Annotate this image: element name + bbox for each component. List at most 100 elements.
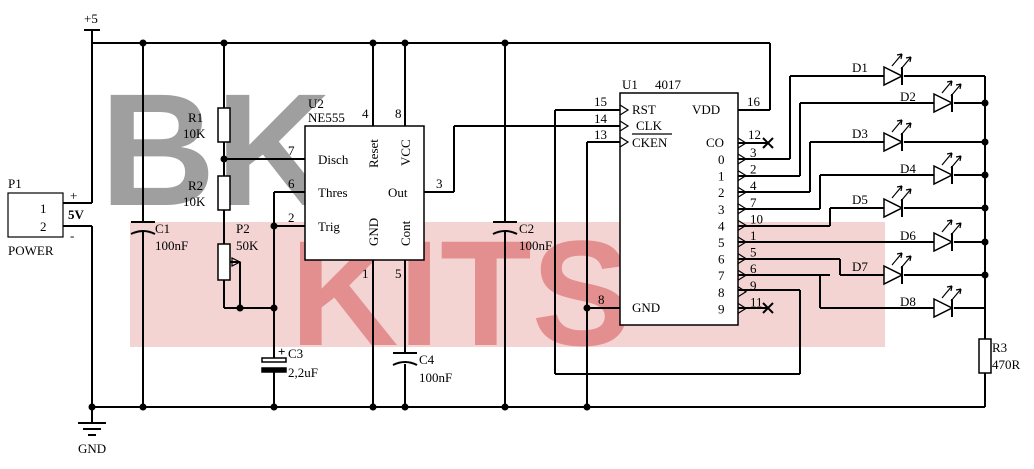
u1-output-q4: 4 xyxy=(718,218,725,233)
u1-pin-vdd: VDD xyxy=(692,102,720,117)
u1-output-arrow xyxy=(737,186,748,198)
ground-label: GND xyxy=(78,441,106,456)
capacitor-c1: C1 100nF xyxy=(130,221,188,253)
u1-part: 4017 xyxy=(655,77,682,92)
u2-ref: U2 xyxy=(308,96,324,111)
led-label-d4: D4 xyxy=(900,161,916,176)
led-label-d7: D7 xyxy=(852,259,868,274)
u1-pin-clk: CLK xyxy=(636,118,663,133)
u1-output-pin-2: 2 xyxy=(750,162,757,177)
u1-output-pin-1: 1 xyxy=(750,228,757,243)
u1-output-pin-6: 6 xyxy=(750,261,757,276)
u1-pinno-8: 8 xyxy=(598,292,605,307)
u1-pinno-13: 13 xyxy=(594,127,607,142)
capacitor-c4: C4 100nF xyxy=(392,352,452,385)
led-label-d8: D8 xyxy=(900,294,916,309)
u2-pin-thres: Thres xyxy=(318,185,348,200)
led-d6: D6 xyxy=(900,219,962,253)
u2-pin-out: Out xyxy=(388,185,408,200)
u1-output-q9: 9 xyxy=(718,301,725,316)
r3-value: 470R xyxy=(992,357,1021,372)
led-label-d6: D6 xyxy=(900,228,916,243)
u1-output-q7: 7 xyxy=(718,268,725,283)
potentiometer-p2: P2 50K xyxy=(217,221,259,281)
u1-output-q8: 8 xyxy=(718,285,725,300)
u1-output-q3: 3 xyxy=(718,202,725,217)
led-d4: D4 xyxy=(900,152,962,186)
u1-output-pin-11: 11 xyxy=(750,294,763,309)
c3-plus: + xyxy=(278,344,285,359)
led-label-d1: D1 xyxy=(852,60,868,75)
c4-value: 100nF xyxy=(419,370,452,385)
u2-pinno-6: 6 xyxy=(288,176,295,191)
u1-output-q2: 2 xyxy=(718,185,725,200)
resistor-r3: R3 470R xyxy=(978,338,1021,374)
u2-pin-gnd: GND xyxy=(366,218,381,246)
p1-minus: - xyxy=(70,228,74,243)
p2-ref: P2 xyxy=(236,221,250,236)
u1-pinno-16: 16 xyxy=(747,94,761,109)
u2-pinno-3: 3 xyxy=(436,176,443,191)
u2-pin-cont: Cont xyxy=(398,220,413,246)
led-label-d5: D5 xyxy=(852,192,868,207)
c4-ref: C4 xyxy=(419,352,435,367)
u1-output-arrow xyxy=(737,253,748,265)
resistor-r1: R1 10K xyxy=(183,107,231,143)
c2-ref: C2 xyxy=(519,221,534,236)
u1-output-q6: 6 xyxy=(718,252,725,267)
u2-part: NE555 xyxy=(308,110,345,125)
u2-pinno-8: 8 xyxy=(395,106,402,121)
p1-ref: P1 xyxy=(8,176,22,191)
watermark-bk: BK xyxy=(100,60,331,239)
capacitor-c2: C2 100nF xyxy=(492,221,552,253)
u1-output-arrow xyxy=(737,286,748,298)
u1-pin-cken: CKEN xyxy=(632,135,668,150)
u1-output-arrow xyxy=(737,269,748,281)
p1-pin1: 1 xyxy=(40,201,47,216)
power-connector: P1 1 2 + 5V - POWER xyxy=(7,176,85,258)
r2-ref: R2 xyxy=(188,178,203,193)
u1-pin-co: CO xyxy=(706,135,724,150)
u1-output-pin-3: 3 xyxy=(750,145,757,160)
led-d2: D2 xyxy=(900,80,962,114)
junction-dots xyxy=(88,39,989,411)
u1-pinno-14: 14 xyxy=(594,111,608,126)
r2-value: 10K xyxy=(183,194,206,209)
u2-pinno-7: 7 xyxy=(288,143,295,158)
led-d5: D5 xyxy=(852,185,912,219)
p1-voltage: 5V xyxy=(68,207,85,222)
u1-output-q5: 5 xyxy=(718,235,725,250)
u1-ref: U1 xyxy=(622,77,638,92)
u1-pinno-15: 15 xyxy=(594,94,607,109)
c1-ref: C1 xyxy=(155,221,170,236)
r3-ref: R3 xyxy=(992,340,1007,355)
p1-pin2: 2 xyxy=(40,219,47,234)
r1-ref: R1 xyxy=(188,110,203,125)
u1-output-pin-10: 10 xyxy=(750,211,763,226)
capacitor-c3: + C3 2,2uF xyxy=(261,344,318,380)
u2-pin-disch: Disch xyxy=(318,152,349,167)
led-d1: D1 xyxy=(852,53,912,87)
supply-plus-label: +5 xyxy=(84,11,98,26)
u1-pin-gnd: GND xyxy=(632,300,660,315)
ic-ne555: U2 NE555 Disch Thres Trig Out Reset VCC … xyxy=(288,96,443,281)
c1-value: 100nF xyxy=(155,238,188,253)
u1-output-arrow xyxy=(737,153,748,165)
u2-pinno-1: 1 xyxy=(362,266,369,281)
ic-4017: U1 4017 RST CLK CKEN VDD CO GND 15 14 13… xyxy=(594,77,774,326)
led-label-d2: D2 xyxy=(900,89,916,104)
u1-output-arrow xyxy=(737,219,748,231)
u1-output-arrow xyxy=(737,170,748,182)
u1-pin-rst: RST xyxy=(632,102,656,117)
u2-pinno-4: 4 xyxy=(362,106,369,121)
c3-value: 2,2uF xyxy=(288,365,318,380)
r1-value: 10K xyxy=(183,126,206,141)
led-d3: D3 xyxy=(852,119,912,153)
c3-ref: C3 xyxy=(288,346,303,361)
u1-output-q1: 1 xyxy=(718,169,725,184)
led-d7: D7 xyxy=(852,252,912,286)
p1-name: POWER xyxy=(8,243,54,258)
u2-pinno-2: 2 xyxy=(288,210,295,225)
